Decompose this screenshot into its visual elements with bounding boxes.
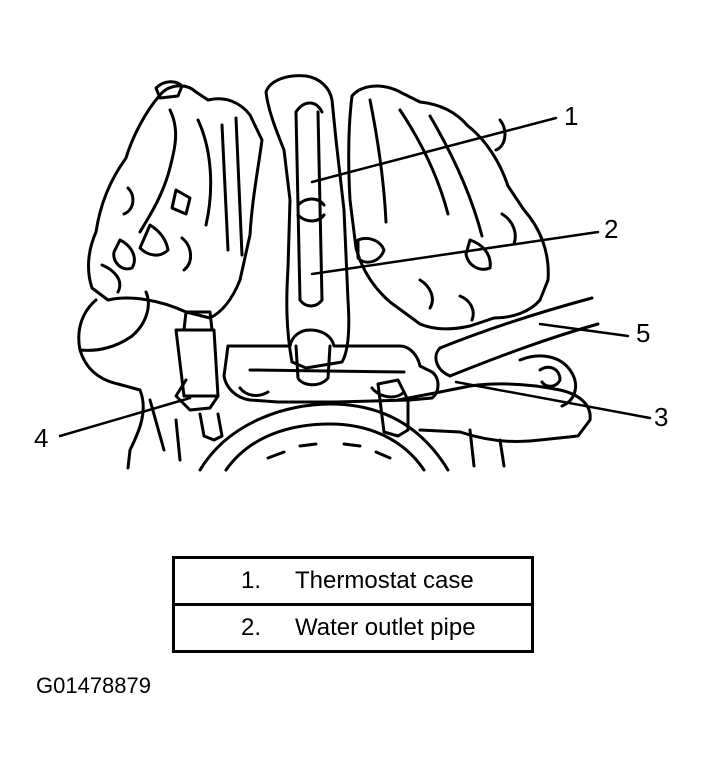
leader-line-5 xyxy=(538,322,630,338)
leader-line-2 xyxy=(310,230,600,276)
left-bypass-fitting xyxy=(174,310,224,442)
legend-label: Thermostat case xyxy=(295,567,474,594)
right-outlet-bracket xyxy=(376,354,592,468)
legend-table: 1. Thermostat case 2. Water outlet pipe xyxy=(172,556,534,653)
callout-4: 4 xyxy=(34,423,49,453)
legend-number: 1. xyxy=(240,567,261,594)
leader-line-3 xyxy=(454,380,652,420)
legend-row: 1. Thermostat case xyxy=(175,559,531,603)
right-cylinder-bank xyxy=(347,84,550,331)
water-outlet-pipe xyxy=(222,328,440,404)
engine-illustration xyxy=(58,74,652,472)
leader-line-1 xyxy=(310,116,558,184)
callout-1: 1 xyxy=(564,101,579,131)
leader-line-4 xyxy=(58,396,192,438)
pipe-5 xyxy=(434,296,600,378)
legend-number: 2. xyxy=(240,614,261,641)
figure-id: G01478879 xyxy=(36,673,151,698)
thermostat-case xyxy=(264,74,351,370)
callout-3: 3 xyxy=(654,402,669,432)
leader-lines xyxy=(58,116,652,438)
legend-label: Water outlet pipe xyxy=(295,614,476,641)
callout-5: 5 xyxy=(636,318,651,348)
legend-row: 2. Water outlet pipe xyxy=(175,603,531,650)
callout-2: 2 xyxy=(604,214,619,244)
left-cylinder-bank xyxy=(87,80,264,320)
